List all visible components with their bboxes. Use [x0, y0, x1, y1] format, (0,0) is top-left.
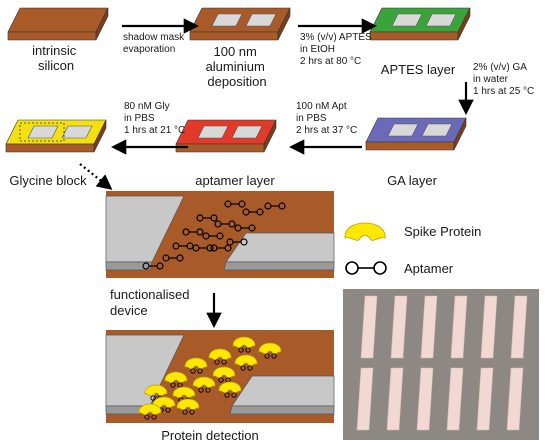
spike-protein: [212, 366, 236, 383]
chip-intrinsic-silicon: [7, 7, 109, 41]
step-label-line: silicon: [38, 58, 74, 73]
electrode-strip: [356, 367, 374, 431]
electrode-strip: [446, 367, 464, 431]
annotation-line: in PBS: [296, 113, 327, 124]
step-label-line: 100 nm: [214, 44, 257, 59]
annotation-line: 3% (v/v) APTES: [300, 32, 372, 43]
step-label-line: intrinsic: [32, 43, 77, 58]
annotation-line: evaporation: [123, 44, 175, 55]
arrow-3-annotation: 2% (v/v) GA in water 1 hrs at 25 °C: [473, 62, 534, 97]
spike-protein: [218, 381, 242, 398]
spike-protein: [232, 336, 256, 353]
annotation-line: in water: [473, 74, 509, 85]
aptamer-molecule: [224, 200, 246, 208]
annotation-line: 2% (v/v) GA: [473, 62, 527, 73]
protein-detection-illustration: [105, 330, 335, 423]
device-label-line: device: [110, 303, 148, 318]
step-label-line: aluminium: [206, 59, 265, 74]
aptamer-molecule: [142, 262, 164, 270]
step-label-aptes: APTES layer: [381, 62, 456, 77]
annotation-line: 2 hrs at 80 °C: [300, 56, 361, 67]
spike-protein: [192, 376, 216, 393]
step-label-ga: GA layer: [387, 173, 438, 188]
electrode-strip: [360, 295, 378, 359]
aptamer-molecule: [226, 238, 248, 246]
chip-aptes-layer: [369, 7, 471, 41]
arrow-zoom-dotted: [79, 163, 113, 190]
step-label-line: deposition: [207, 74, 266, 89]
chip-glycine-block: [5, 119, 107, 153]
annotation-line: 2 hrs at 37 °C: [296, 125, 357, 136]
aptamer-molecule: [234, 224, 256, 232]
aptamer-molecule: [202, 232, 224, 240]
electrode-strip: [420, 295, 438, 359]
aptamer-molecule: [196, 214, 218, 222]
annotation-line: 1 hrs at 25 °C: [473, 86, 534, 97]
spike-protein: [138, 403, 162, 420]
annotation-line: in EtOH: [300, 44, 335, 55]
electrode-strip: [390, 295, 408, 359]
annotation-line: 100 nM Apt: [296, 101, 347, 112]
aptamer-cluster: [142, 200, 286, 270]
annotation-line: in PBS: [124, 113, 155, 124]
aptamer-molecule: [264, 202, 286, 210]
step-label-glycine: Glycine block: [9, 173, 87, 188]
spike-protein: [164, 371, 188, 388]
arrow-2-annotation: 3% (v/v) APTES in EtOH 2 hrs at 80 °C: [300, 32, 374, 67]
spike-protein: [184, 357, 208, 374]
aptamer-molecule: [172, 242, 194, 250]
electrode-strip: [386, 367, 404, 431]
annotation-line: shadow mask: [123, 32, 185, 43]
step-label-intrinsic-silicon: intrinsic silicon: [32, 43, 80, 73]
spike-protein: [234, 354, 258, 371]
legend: Spike Protein Aptamer: [344, 222, 481, 276]
aptamer-molecule: [210, 244, 232, 252]
arrow-1-annotation: shadow mask evaporation: [123, 32, 187, 55]
device-right-electrode-side: [223, 261, 335, 271]
device-left-electrode-side: [105, 261, 153, 271]
device-label: functionalised device: [110, 287, 193, 318]
spike-protein: [176, 398, 200, 415]
electrode-strip-array: [356, 295, 528, 431]
aptamer-molecule: [214, 220, 236, 228]
functionalised-device-illustration: [105, 191, 335, 278]
electrode-strip: [506, 367, 524, 431]
aptamer-icon: [345, 261, 387, 275]
spike-protein-cluster: [138, 336, 282, 420]
annotation-line: 1 hrs at 21 °C: [124, 125, 185, 136]
electrode-strip: [450, 295, 468, 359]
spike-protein: [208, 348, 232, 365]
arrow-4-annotation: 100 nM Apt in PBS 2 hrs at 37 °C: [296, 101, 357, 136]
device-label-line: functionalised: [110, 287, 190, 302]
chip-aptamer-layer: [175, 119, 277, 153]
legend-spike-label: Spike Protein: [404, 224, 481, 239]
detection-right-electrode-side: [229, 405, 335, 415]
aptamer-molecule: [162, 254, 184, 262]
aptamer-molecule: [182, 228, 204, 236]
aptamer-molecule: [192, 244, 214, 252]
device-micrograph-photo: [343, 289, 539, 440]
spike-protein: [144, 384, 168, 401]
spike-protein: [258, 342, 282, 359]
annotation-line: 80 nM Gly: [124, 101, 170, 112]
detection-label: Protein detection: [161, 428, 259, 443]
electrode-strip: [416, 367, 434, 431]
chip-aluminium-deposition: [189, 7, 291, 41]
chip-ga-layer: [365, 117, 467, 151]
arrow-5-annotation: 80 nM Gly in PBS 1 hrs at 21 °C: [124, 101, 185, 136]
aptamer-molecule: [242, 208, 264, 216]
step-label-aluminium: 100 nm aluminium deposition: [206, 44, 269, 89]
electrode-strip: [480, 295, 498, 359]
step-label-aptamer: aptamer layer: [195, 173, 275, 188]
legend-aptamer-label: Aptamer: [404, 261, 454, 276]
spike-protein-icon: [344, 222, 386, 241]
electrode-strip: [476, 367, 494, 431]
electrode-strip: [510, 295, 528, 359]
